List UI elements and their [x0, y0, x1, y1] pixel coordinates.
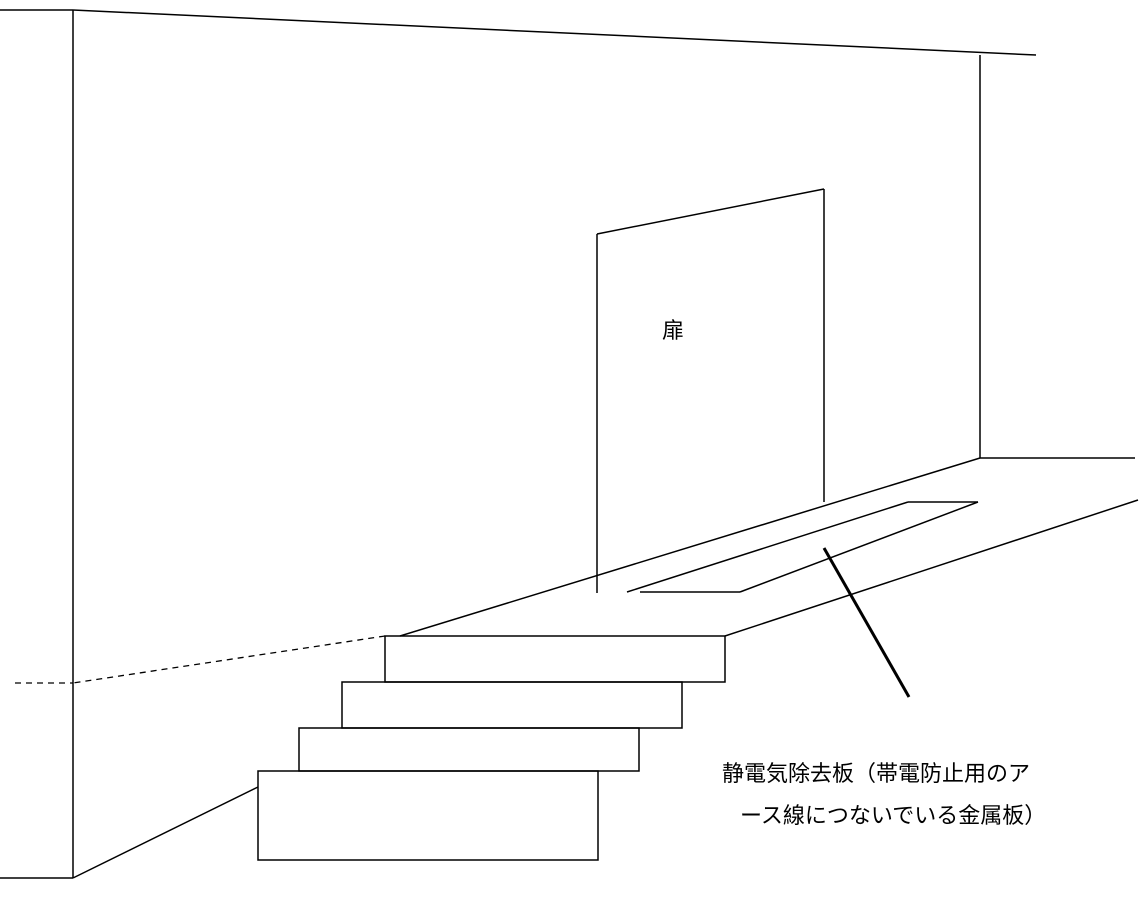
door-label: 扉 [662, 319, 684, 344]
step-2 [341, 681, 683, 729]
step-3 [298, 727, 640, 772]
back-wall [72, 9, 1037, 458]
ground-line [72, 786, 259, 879]
step-1 [384, 635, 726, 683]
plate-label-line2: ース線につないでいる金属板） [740, 804, 1046, 829]
ceiling-line [72, 9, 1037, 56]
floor [15, 457, 1139, 879]
floor-front-edge [724, 499, 1139, 637]
steps [257, 635, 726, 861]
step-4 [257, 770, 599, 861]
door [596, 188, 825, 593]
plate-label-line1: 静電気除去板（帯電防止用のア [722, 762, 1030, 787]
door-top-edge [596, 188, 825, 235]
plate-pointer-line [822, 547, 911, 698]
static-discharge-plate [626, 501, 979, 593]
plate-front-edge [739, 501, 979, 593]
floor-back-edge [399, 457, 981, 637]
hidden-floor-line [72, 635, 386, 684]
left-wall [0, 9, 74, 879]
plate-back-edge [626, 501, 909, 593]
